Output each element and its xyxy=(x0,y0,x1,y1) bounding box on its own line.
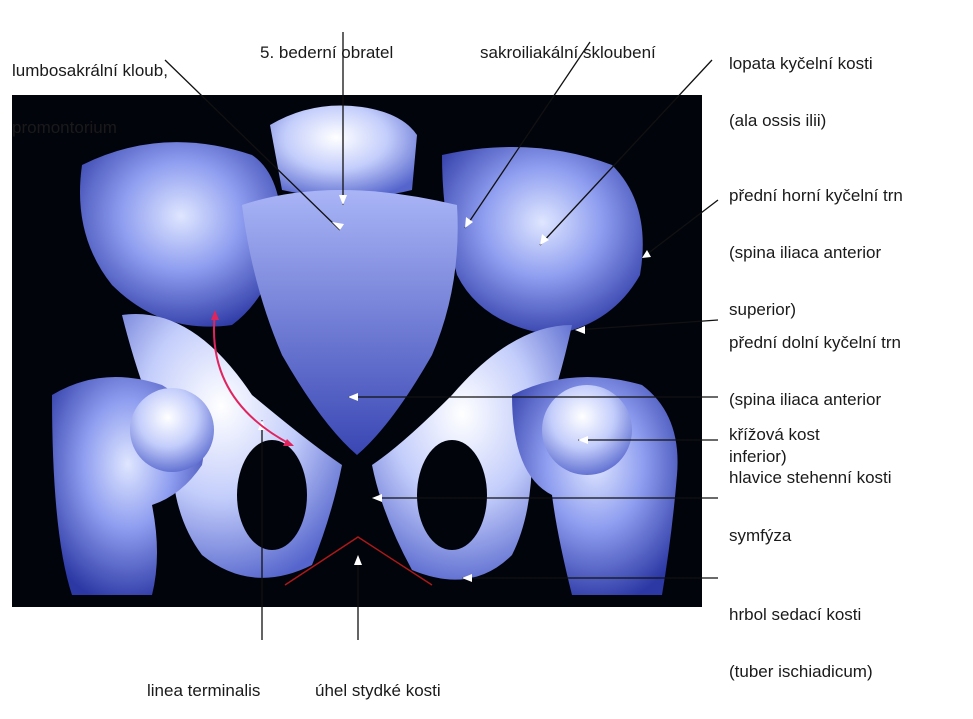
label-pubic-angle: úhel stydké kosti xyxy=(315,643,441,719)
label-fifth-lumbar-vertebra: 5. bederní obratel xyxy=(260,5,393,81)
pelvis-image xyxy=(12,95,702,607)
label-symphysis: symfýza xyxy=(729,488,791,564)
label-iliac-wing: lopata kyčelní kosti (ala ossis ilii) xyxy=(729,16,873,149)
label-ischial-tuberosity: hrbol sedací kosti (tuber ischiadicum) xyxy=(729,567,873,700)
left-obturator-foramen xyxy=(237,440,307,550)
label-lumbosacral-joint: lumbosakrální kloub, promontorium xyxy=(12,23,168,156)
label-sacroiliac-joint: sakroiliakální skloubení xyxy=(480,5,656,81)
right-obturator-foramen xyxy=(417,440,487,550)
right-femoral-head-shape xyxy=(542,385,632,475)
pelvis-illustration xyxy=(12,95,702,607)
label-linea-terminalis: linea terminalis xyxy=(147,643,260,719)
left-femoral-head-shape xyxy=(130,388,214,472)
right-ilium-shape xyxy=(442,147,643,335)
vertebra-shape xyxy=(270,105,417,197)
